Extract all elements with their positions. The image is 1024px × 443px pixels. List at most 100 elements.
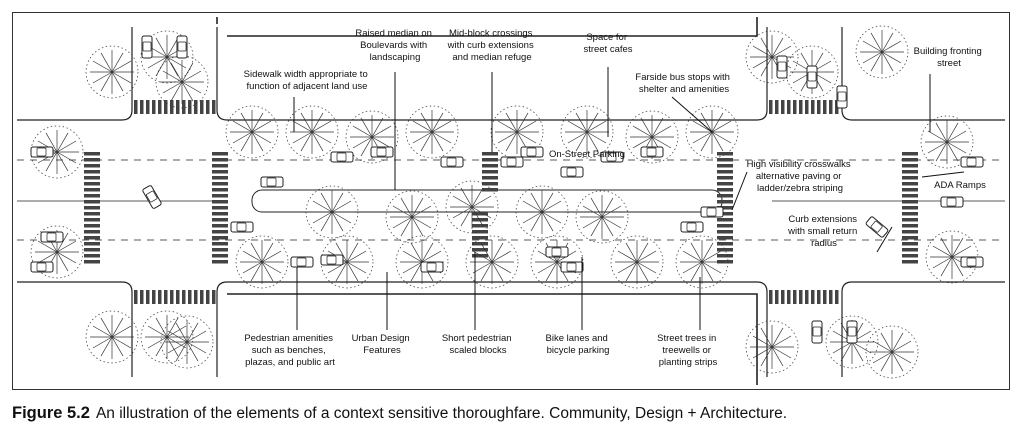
- tree-branch: [632, 136, 653, 149]
- tree: [685, 105, 739, 159]
- tree-branch: [56, 251, 77, 264]
- tree-canopy: [625, 110, 679, 164]
- tree-branch: [56, 151, 69, 172]
- tree-branch: [420, 112, 433, 133]
- crosswalk-stripe: [84, 158, 100, 162]
- tree-branch: [170, 81, 183, 102]
- tree-branch: [690, 242, 703, 263]
- crosswalk-stripe: [902, 242, 918, 246]
- tree-branch: [932, 245, 953, 258]
- tree: [305, 185, 359, 239]
- car-roof: [812, 326, 822, 337]
- crosswalk-stripe: [84, 224, 100, 228]
- crosswalk-stripe: [134, 290, 138, 304]
- tree-branch: [162, 81, 183, 94]
- tree-branch: [261, 242, 274, 263]
- tree-canopy: [865, 325, 919, 379]
- crosswalk-stripe: [781, 100, 785, 114]
- car-roof: [146, 190, 158, 203]
- car-roof: [446, 157, 457, 167]
- tree-branch: [701, 242, 714, 263]
- tree-branch: [175, 322, 188, 343]
- tree-branch: [56, 140, 77, 153]
- crosswalk-stripe: [212, 100, 216, 114]
- tree-branch: [491, 250, 512, 263]
- tree-branch: [700, 131, 713, 152]
- tree-branch: [181, 70, 202, 83]
- tree-branch: [760, 56, 773, 77]
- crosswalk-stripe: [212, 200, 228, 204]
- tree-branch: [452, 206, 473, 219]
- label-building: Building fronting street: [914, 46, 985, 69]
- tree-branch: [471, 206, 484, 227]
- tree-branch: [471, 206, 492, 219]
- tree: [30, 125, 84, 179]
- crosswalk-stripe: [717, 158, 733, 162]
- tree-branch: [601, 216, 614, 237]
- tree-branch: [880, 332, 893, 353]
- car: [960, 156, 984, 168]
- car-roof: [566, 167, 577, 177]
- crosswalk-stripe: [212, 152, 228, 156]
- crosswalk-stripe: [902, 260, 918, 264]
- car-roof: [807, 71, 817, 82]
- crosswalk-stripe: [152, 100, 156, 114]
- figure-number: Figure 5.2: [12, 404, 90, 422]
- tree-branch: [617, 250, 638, 263]
- tree-branch: [335, 242, 348, 263]
- tree-branch: [186, 341, 207, 354]
- tree-branch: [431, 131, 444, 152]
- crosswalk-stripe: [84, 164, 100, 168]
- crosswalk-stripe: [717, 230, 733, 234]
- label-raised-median: Raised median on Boulevards with landsca…: [355, 28, 434, 63]
- car-roof: [266, 177, 277, 187]
- crosswalk-stripe: [902, 182, 918, 186]
- car-roof: [686, 222, 697, 232]
- tree-branch: [251, 120, 272, 133]
- crosswalks: [84, 100, 918, 304]
- tree-branch: [155, 37, 168, 58]
- tree-branch: [181, 81, 194, 102]
- tree-canopy: [30, 225, 84, 279]
- tree-branch: [636, 242, 649, 263]
- car-roof: [177, 41, 187, 52]
- tree-branch: [872, 351, 893, 364]
- tree-branch: [491, 242, 504, 263]
- tree-branch: [516, 120, 537, 133]
- car-roof: [837, 91, 847, 102]
- tree-branch: [242, 250, 263, 263]
- crosswalk-stripe: [775, 290, 779, 304]
- tree-branch: [541, 192, 554, 213]
- crosswalk-stripe: [140, 100, 144, 114]
- tree: [225, 105, 279, 159]
- tree-branch: [147, 56, 168, 69]
- crosswalk-stripe: [212, 194, 228, 198]
- tree-branch: [111, 71, 124, 92]
- crosswalk-stripe: [793, 290, 797, 304]
- tree-branch: [346, 250, 367, 263]
- label-curb-extensions: Curb extensions with small return radius: [787, 214, 860, 249]
- car: [320, 254, 344, 266]
- tree-branch: [951, 237, 964, 258]
- tree-branch: [586, 120, 607, 133]
- car-roof: [296, 257, 307, 267]
- crosswalk-stripe: [902, 152, 918, 156]
- car: [141, 35, 153, 59]
- tree-branch: [56, 240, 77, 253]
- tree: [385, 190, 439, 244]
- tree-branch: [331, 211, 344, 232]
- tree-branch: [881, 51, 894, 72]
- crosswalk-stripe: [472, 236, 488, 240]
- crosswalk-stripe: [717, 200, 733, 204]
- tree-branch: [400, 197, 413, 218]
- crosswalk-stripe: [212, 236, 228, 240]
- tree-branch: [56, 232, 69, 253]
- car: [680, 221, 704, 233]
- tree-branch: [155, 317, 168, 338]
- tree-branch: [320, 192, 333, 213]
- car-roof: [847, 326, 857, 337]
- car: [940, 196, 964, 208]
- crosswalk-stripe: [200, 100, 204, 114]
- tree-branch: [111, 60, 132, 73]
- crosswalk-stripe: [902, 206, 918, 210]
